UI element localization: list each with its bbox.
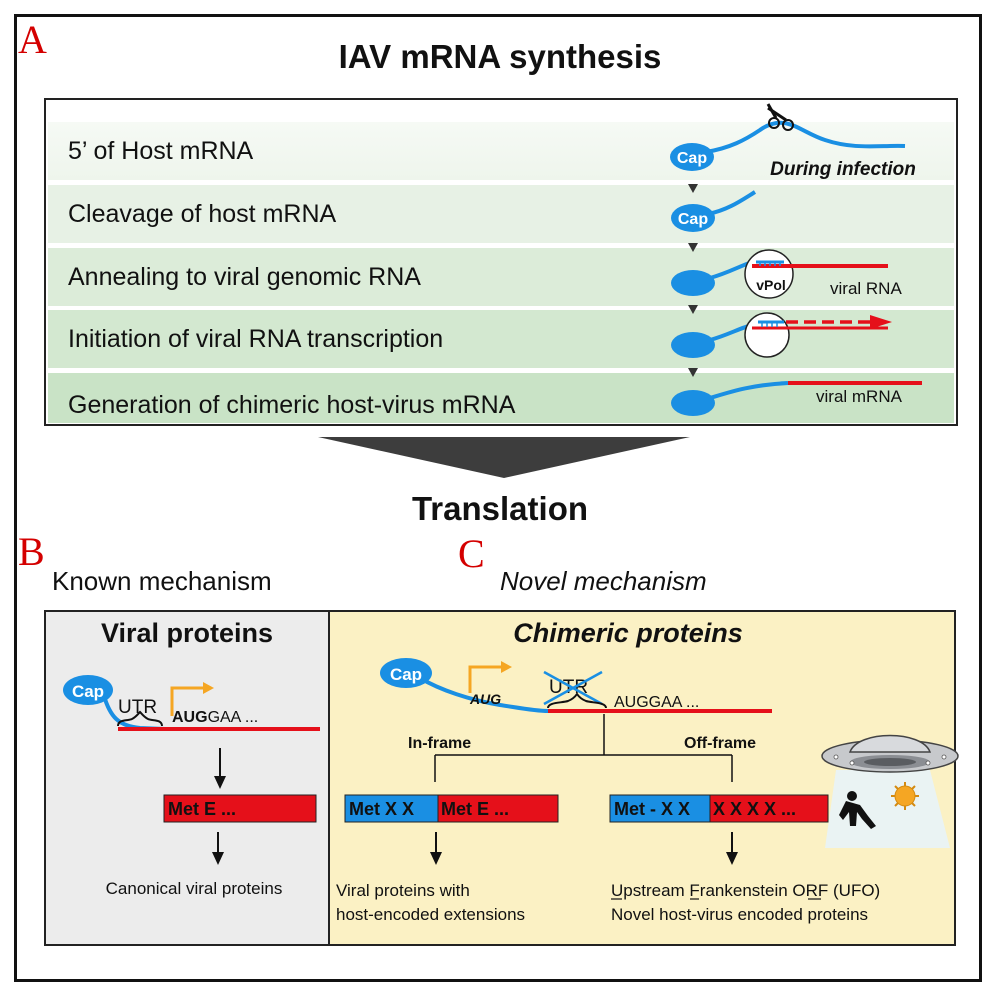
person-icon <box>839 791 876 829</box>
off-frame-viral-segment <box>709 794 829 823</box>
c-aug-sequence: AUGGAA ... <box>614 694 699 711</box>
c-upstream-aug: AUG <box>469 691 501 707</box>
step-row-1: 5’ of Host mRNA <box>48 122 954 180</box>
arrow-down-icon <box>214 748 226 789</box>
panel-b-letter: B <box>18 529 45 574</box>
orange-start-arrow-icon <box>468 661 512 693</box>
panel-b-heading: Known mechanism <box>52 566 272 596</box>
step-arrow-4 <box>688 368 698 377</box>
b-result-label: Canonical viral proteins <box>106 879 283 898</box>
step-arrow-1 <box>688 184 698 193</box>
step-row-3: Annealing to viral genomic RNA <box>48 248 954 306</box>
orange-start-arrow-icon <box>170 682 214 716</box>
cap-ellipse-1 <box>670 143 714 171</box>
c-utr-label: UTR <box>549 677 588 698</box>
in-frame-viral-segment <box>437 794 559 823</box>
vpol-circle-4 <box>744 312 790 358</box>
step-row-2: Cleavage of host mRNA <box>48 185 954 243</box>
off-frame-viral-label: X X X X ... <box>713 799 796 819</box>
panel-c-box <box>328 610 956 946</box>
during-infection-label: During infection <box>770 159 916 180</box>
b-utr-label: UTR <box>118 697 157 718</box>
c-cap-label: Cap <box>390 665 422 684</box>
chimeric-host-part <box>709 381 789 400</box>
in-frame-host-label: Met X X <box>349 799 414 819</box>
in-frame-result-line-2: host-encoded extensions <box>336 905 525 924</box>
ufo-icon <box>821 734 959 848</box>
panel-c-title: Chimeric proteins <box>513 618 743 648</box>
step-label-1: 5’ of Host mRNA <box>68 137 254 165</box>
in-frame-host-segment <box>344 794 439 823</box>
panel-b-box <box>44 610 330 946</box>
off-frame-result-line-1: Upstream Frankenstein ORF (UFO) <box>611 881 880 900</box>
arrow-down-icon <box>212 832 224 865</box>
b-protein-bar <box>163 794 317 823</box>
b-utr-brace <box>117 710 163 727</box>
virus-icon <box>891 782 919 810</box>
panel-a-letter: A <box>18 17 47 62</box>
c-cap-ellipse <box>380 658 432 688</box>
arrow-down-icon <box>430 832 442 865</box>
host-mrna-strand-1 <box>705 120 906 154</box>
cap-label-2: Cap <box>678 211 708 228</box>
step-arrow-2 <box>688 243 698 252</box>
panel-c-letter: C <box>458 531 485 576</box>
panel-b-title: Viral proteins <box>100 618 274 648</box>
translation-label: Translation <box>411 490 589 527</box>
panel-c-heading: Novel mechanism <box>500 566 707 596</box>
in-frame-label: In-frame <box>408 735 471 752</box>
off-frame-label: Off-frame <box>684 735 756 752</box>
b-cap-ellipse <box>63 675 113 705</box>
cap-ellipse-2 <box>671 204 715 232</box>
step-label-2: Cleavage of host mRNA <box>68 200 337 228</box>
panel-a-title: IAV mRNA synthesis <box>338 38 662 75</box>
off-frame-host-segment <box>609 794 711 823</box>
cap-ellipse-5 <box>671 390 715 416</box>
step-arrow-3 <box>688 305 698 314</box>
cap-ellipse-3 <box>671 270 715 296</box>
cap-label-1: Cap <box>677 150 707 167</box>
step-row-4: Initiation of viral RNA transcription <box>48 310 954 368</box>
off-frame-result-line-2: Novel host-virus encoded proteins <box>611 905 868 924</box>
c-host-strand <box>418 676 549 713</box>
in-frame-result-line-1: Viral proteins with <box>336 881 470 900</box>
ufo-beam <box>825 770 950 848</box>
figure-frame <box>14 14 982 982</box>
b-aug-sequence: AUGGAA ... <box>172 709 258 726</box>
step-label-4: Initiation of viral RNA transcription <box>68 325 444 353</box>
viral-mrna-label: viral mRNA <box>816 387 903 406</box>
step-label-3: Annealing to viral genomic RNA <box>68 263 421 291</box>
off-frame-host-label: Met - X X <box>614 799 690 819</box>
step-label-5: Generation of chimeric host-virus mRNA <box>68 391 516 419</box>
b-cap-label: Cap <box>72 682 104 701</box>
b-protein-label: Met E ... <box>168 799 236 819</box>
viral-rna-label: viral RNA <box>830 279 902 298</box>
utr-crossed-out-icon <box>543 670 603 706</box>
translation-arrow <box>318 437 690 478</box>
arrow-down-icon <box>726 832 738 865</box>
panel-a-box <box>44 98 958 426</box>
cap-ellipse-4 <box>671 332 715 358</box>
scissors-icon <box>766 103 794 131</box>
in-frame-viral-label: Met E ... <box>441 799 509 819</box>
c-utr-brace <box>547 692 607 709</box>
vpol-label: vPol <box>756 277 786 293</box>
